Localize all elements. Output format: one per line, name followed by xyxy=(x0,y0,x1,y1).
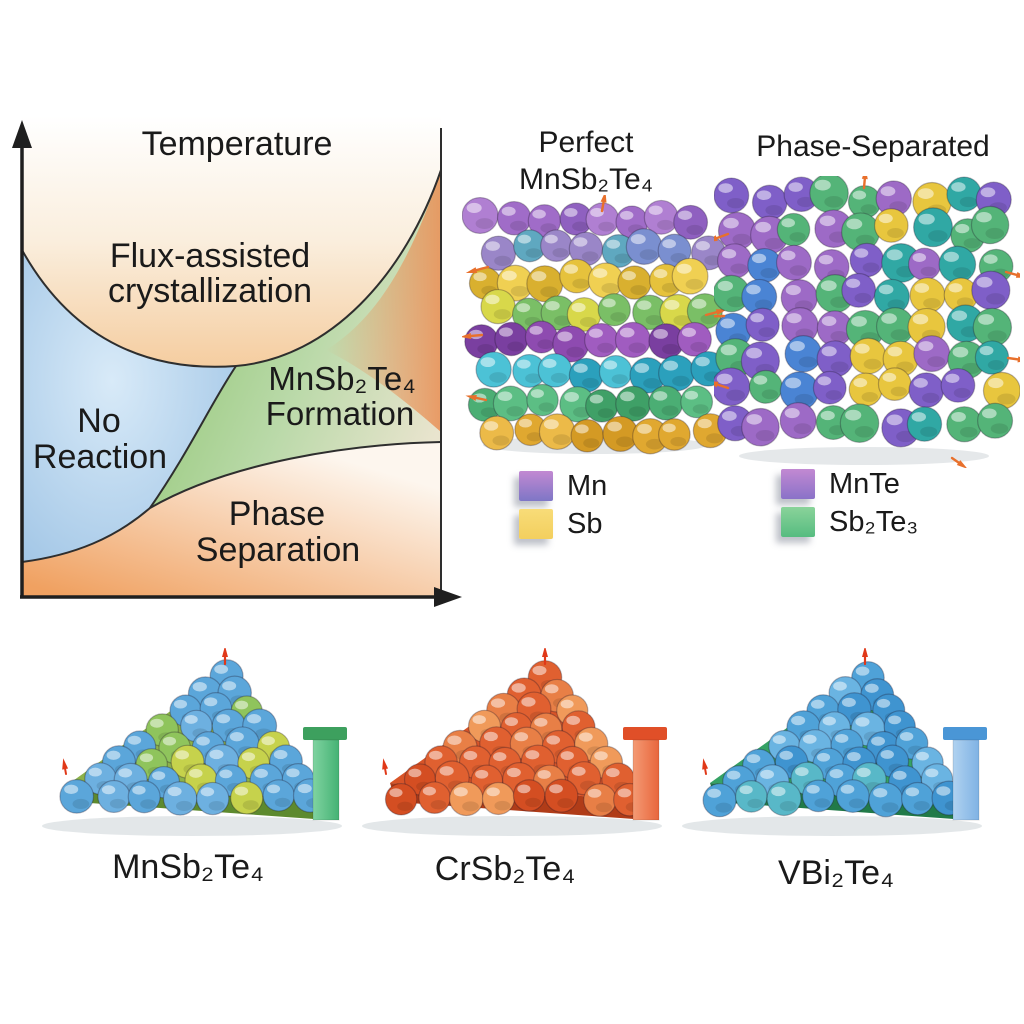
legend-separated: MnTe Sb₂Te₃ xyxy=(781,468,918,538)
boundary-phase-separation-top xyxy=(21,441,442,563)
crsbte-flake-label: CrSb₂Te₄ xyxy=(434,850,576,888)
sb-label: Sb xyxy=(567,507,603,540)
mnte-color-swatch xyxy=(781,469,815,499)
boundary-flux-curve xyxy=(21,169,442,368)
phase-separation-label-line2: Separation xyxy=(196,531,360,569)
sbte-label: Sb₂Te₃ xyxy=(829,505,919,538)
region-phase-separation xyxy=(22,442,441,597)
perfect-crystal-illustration xyxy=(462,195,728,455)
no-reaction-label-line2: Reaction xyxy=(33,438,167,476)
phase-separation-label-line1: Phase xyxy=(229,495,325,533)
legend-item-sb: Sb xyxy=(519,508,607,540)
perfect-crystal-title: Perfect MnSb₂Te₄ xyxy=(466,124,706,198)
legend-item-sbte: Sb₂Te₃ xyxy=(781,506,918,538)
legend-perfect: Mn Sb xyxy=(519,470,607,540)
mnsbte-flake-label: MnSb₂Te₄ xyxy=(112,848,264,886)
legend-item-mn: Mn xyxy=(519,470,607,502)
formation-label-line1: MnSb₂Te₄ xyxy=(268,360,415,397)
perfect-crystal-title-line1: Perfect xyxy=(538,126,634,159)
mnsbte-flake-illustration xyxy=(42,648,347,836)
perfect-crystal-title-line2: MnSb₂Te₄ xyxy=(519,163,653,196)
formation-label-line2: Formation xyxy=(266,395,415,432)
no-reaction-label-line1: No xyxy=(77,402,120,440)
y-axis-label: Temperature xyxy=(142,125,333,163)
flux-label-line1: Flux-assisted xyxy=(110,237,310,275)
boundary-no-reaction-right xyxy=(149,365,237,509)
separated-crystal-title: Phase-Separated xyxy=(756,130,990,163)
right-edge-orange-wash xyxy=(326,170,441,432)
sb-color-swatch xyxy=(519,509,553,539)
phase-diagram: Temperature Flux-assisted crystallizatio… xyxy=(12,116,462,607)
mnte-label: MnTe xyxy=(829,467,900,500)
region-formation xyxy=(150,170,441,508)
x-axis-arrow-icon xyxy=(434,587,462,607)
flux-label-line2: crystallization xyxy=(108,272,312,310)
separated-crystal-illustration xyxy=(714,176,1020,468)
mn-label: Mn xyxy=(567,469,608,502)
y-axis-arrow-icon xyxy=(12,120,32,148)
sbte-color-swatch xyxy=(781,507,815,537)
region-flux-assisted xyxy=(22,116,441,367)
vbite-flake-label: VBi₂Te₄ xyxy=(778,854,894,892)
region-no-reaction xyxy=(22,250,236,562)
mn-color-swatch xyxy=(519,471,553,501)
crsbte-flake-illustration xyxy=(362,648,667,836)
vbite-flake-illustration xyxy=(682,648,987,836)
legend-item-mnte: MnTe xyxy=(781,468,918,500)
